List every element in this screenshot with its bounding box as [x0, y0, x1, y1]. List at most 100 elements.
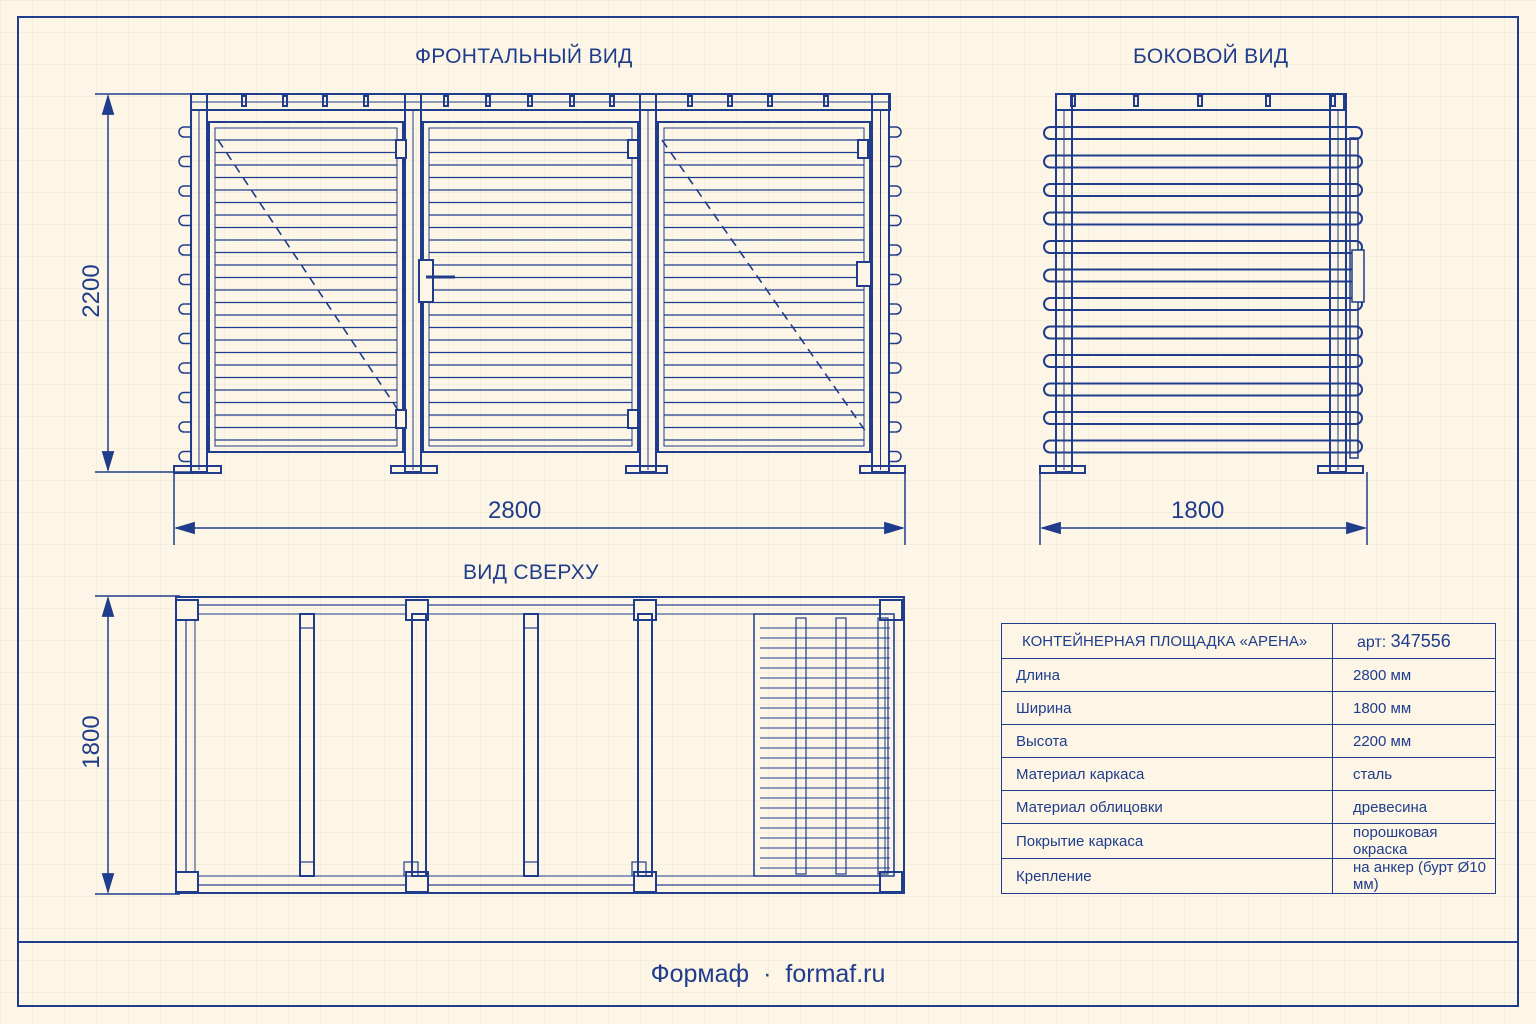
spec-value: 2200 мм [1332, 724, 1496, 758]
side-board [1043, 297, 1363, 311]
post-square [405, 599, 429, 621]
bracket [299, 613, 315, 629]
cross-bar [411, 613, 427, 877]
hinge-icon [627, 409, 639, 429]
top-clip [767, 95, 773, 107]
spec-value: порошковая окраска [1332, 823, 1496, 859]
spec-value: 1800 мм [1332, 691, 1496, 725]
base-plate [390, 465, 438, 474]
side-board [1043, 240, 1363, 254]
spec-label: Высота [1001, 724, 1333, 758]
side-loop [178, 185, 191, 197]
top-clip [1133, 95, 1139, 107]
base-plate [625, 465, 668, 474]
side-board [1043, 439, 1363, 454]
outer-frame [175, 596, 905, 894]
panel-frame [208, 121, 404, 453]
side-loop [889, 244, 902, 256]
side-loop [889, 450, 902, 463]
bracket [523, 861, 539, 877]
bracket [631, 861, 647, 877]
article-cell: арт: 347556 [1332, 623, 1496, 659]
hinge-icon [857, 139, 869, 159]
base-plate [1039, 465, 1086, 474]
brace [217, 139, 399, 411]
spec-value: на анкер (бурт Ø10 мм) [1332, 858, 1496, 894]
article-label: арт: [1357, 633, 1387, 651]
side-loop [889, 214, 902, 227]
side-loop [889, 185, 902, 197]
side-loop [178, 362, 191, 374]
top-clip [609, 95, 615, 107]
bracket [299, 861, 315, 877]
post-square [175, 599, 199, 621]
post-square [879, 599, 903, 621]
side-board [1043, 325, 1363, 340]
side-loop [889, 332, 902, 345]
top-clip [727, 95, 733, 107]
spec-header-row: КОНТЕЙНЕРНАЯ ПЛОЩАДКА «АРЕНА» арт: 34755… [1001, 623, 1496, 659]
front-height-label: 2200 [78, 264, 105, 318]
side-width-label: 1800 [1171, 497, 1225, 524]
side-loop [889, 391, 902, 404]
article-number: 347556 [1390, 630, 1451, 651]
base-plate [173, 465, 222, 474]
side-view [1039, 93, 1365, 474]
lock-plate [418, 259, 434, 303]
side-loop [889, 362, 902, 374]
latch [856, 261, 872, 287]
top-clip [363, 95, 369, 107]
top-view [175, 596, 905, 894]
top-clip [322, 95, 328, 107]
base-plate [1317, 465, 1364, 474]
front-view [173, 93, 906, 474]
post-square [879, 871, 903, 893]
product-name: КОНТЕЙНЕРНАЯ ПЛОЩАДКА «АРЕНА» [1001, 623, 1333, 659]
side-view-title: БОКОВОЙ ВИД [1133, 45, 1289, 68]
hinge-icon [627, 139, 639, 159]
side-loop [178, 126, 191, 138]
side-board [1043, 382, 1363, 397]
footer-separator: · [763, 959, 772, 988]
spec-label: Материал облицовки [1001, 790, 1333, 824]
front-width-label: 2800 [488, 497, 542, 524]
gate-post [877, 617, 889, 875]
side-loop [178, 391, 191, 404]
top-depth-label: 1800 [78, 715, 105, 769]
spec-value: 2800 мм [1332, 658, 1496, 692]
brand-name: Формаф [650, 959, 750, 988]
hinge-icon [395, 139, 407, 159]
spec-value: древесина [1332, 790, 1496, 824]
side-loop [178, 450, 191, 463]
spec-label: Крепление [1001, 858, 1333, 894]
side-loop [178, 214, 191, 227]
side-board [1043, 354, 1363, 368]
side-board [1043, 411, 1363, 425]
side-board [1043, 211, 1363, 226]
top-clip [443, 95, 449, 107]
drawing-frame [17, 16, 1519, 1007]
site-link[interactable]: formaf.ru [785, 959, 886, 988]
top-clip [823, 95, 829, 107]
gate-section [753, 613, 895, 877]
bracket [403, 861, 419, 877]
side-loop [178, 155, 191, 168]
post-square [175, 871, 199, 893]
side-loop [178, 273, 191, 286]
panel-inner [214, 127, 398, 447]
side-loop [889, 273, 902, 286]
side-loop [178, 332, 191, 345]
side-board [1043, 183, 1363, 197]
spec-label: Материал каркаса [1001, 757, 1333, 791]
dimension-lines [95, 93, 1368, 895]
hinge-icon [395, 409, 407, 429]
spec-label: Покрытие каркаса [1001, 823, 1333, 859]
base-plate [859, 465, 906, 474]
side-loop [889, 303, 902, 315]
spec-value: сталь [1332, 757, 1496, 791]
front-view-title: ФРОНТАЛЬНЫЙ ВИД [415, 45, 633, 68]
